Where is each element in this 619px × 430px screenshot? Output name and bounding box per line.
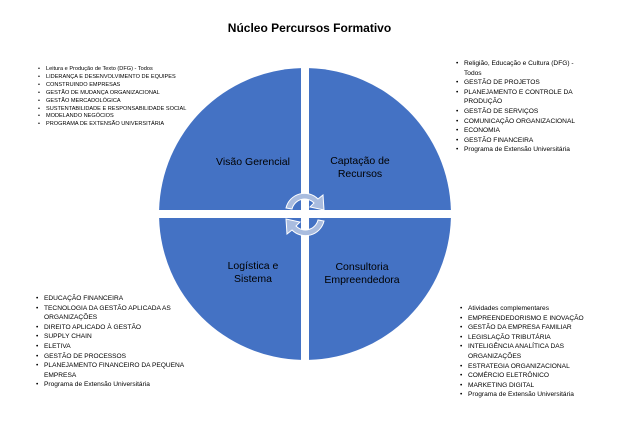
- list-item: Programa de Extensão Universitária: [458, 390, 584, 400]
- list-item: GESTÃO DA EMPRESA FAMILIAR: [458, 323, 584, 333]
- list-item: TECNOLOGIA DA GESTÃO APLICADA AS: [34, 304, 184, 314]
- list-item: PROGRAMA DE EXTENSÃO UNIVERSITÁRIA: [36, 121, 186, 129]
- list-consultoria-empreendedora: Atividades complementares EMPREENDEDORIS…: [458, 304, 584, 400]
- list-logistica-sistema: EDUCAÇÃO FINANCEIRA TECNOLOGIA DA GESTÃO…: [34, 294, 184, 390]
- cycle-arrows-icon: [285, 192, 325, 237]
- list-item: PLANEJAMENTO E CONTROLE DA: [454, 88, 575, 98]
- quadrant-label-visao-gerencial: Visão Gerencial: [216, 156, 290, 168]
- quadrant-label-logistica-sistema: Logística e Sistema: [227, 260, 279, 285]
- diagram-title: Núcleo Percursos Formativo: [227, 21, 392, 35]
- quadrant-bottom-right: [309, 218, 451, 360]
- list-item: CONSTRUINDO EMPRESAS: [36, 82, 186, 90]
- list-item: INTELIGÊNCIA ANALÍTICA DAS: [458, 342, 584, 352]
- list-item: Atividades complementares: [458, 304, 584, 314]
- list-item: Programa de Extensão Universitária: [454, 145, 575, 155]
- list-item: GESTÃO FINANCEIRA: [454, 136, 575, 146]
- list-captacao-recursos: Religião, Educação e Cultura (DFG) - Tod…: [454, 59, 575, 155]
- list-item: Religião, Educação e Cultura (DFG) -: [454, 59, 575, 69]
- list-item: DIREITO APLICADO À GESTÃO: [34, 323, 184, 333]
- list-item: GESTÃO DE MUDANÇA ORGANIZACIONAL: [36, 90, 186, 98]
- list-item: Todos: [464, 69, 482, 77]
- list-item: ECONOMIA: [454, 126, 575, 136]
- list-item: COMÉRCIO ELETRÔNICO: [458, 371, 584, 381]
- list-item: GESTÃO DE SERVIÇOS: [454, 107, 575, 117]
- list-visao-gerencial: Leitura e Produção de Texto (DFG) - Todo…: [36, 66, 186, 129]
- list-item: MODELANDO NEGÓCIOS: [36, 113, 186, 121]
- list-item: COMUNICAÇÃO ORGANIZACIONAL: [454, 117, 575, 127]
- list-item: LIDERANÇA E DESENVOLVIMENTO DE EQUIPES: [36, 74, 186, 82]
- list-item: EDUCAÇÃO FINANCEIRA: [34, 294, 184, 304]
- list-item: MARKETING DIGITAL: [458, 381, 584, 391]
- list-item: PLANEJAMENTO FINANCEIRO DA PEQUENA: [34, 361, 184, 371]
- list-item: LEGISLAÇÃO TRIBUTÁRIA: [458, 333, 584, 343]
- quadrant-bottom-left: [159, 218, 301, 360]
- list-item: ELETIVA: [34, 342, 184, 352]
- list-item: EMPRESA: [44, 371, 77, 379]
- quadrant-top-right: [309, 68, 451, 210]
- list-item: EMPREENDEDORISMO E INOVAÇÃO: [458, 314, 584, 324]
- list-item: SUSTENTABILIDADE E RESPONSABILIDADE SOCI…: [36, 106, 186, 114]
- list-item: GESTÃO DE PROJETOS: [454, 78, 575, 88]
- list-item: GESTÃO DE PROCESSOS: [34, 352, 184, 362]
- list-item: PRODUÇÃO: [464, 98, 503, 106]
- list-item: Leitura e Produção de Texto (DFG) - Todo…: [36, 66, 186, 74]
- list-item: ORGANIZAÇÕES: [468, 352, 522, 360]
- quadrant-top-left: [159, 68, 301, 210]
- list-item: ESTRATEGIA ORGANIZACIONAL: [458, 362, 584, 372]
- quadrant-label-consultoria-empreendedora: Consultoria Empreendedora: [324, 261, 400, 286]
- list-item: ORGANIZAÇÕES: [44, 314, 98, 322]
- list-item: SUPPLY CHAIN: [34, 332, 184, 342]
- list-item: Programa de Extensão Universitária: [34, 380, 184, 390]
- quadrant-label-captacao-recursos: Captação de Recursos: [330, 155, 390, 180]
- list-item: GESTÃO MERCADOLÓGICA: [36, 98, 186, 106]
